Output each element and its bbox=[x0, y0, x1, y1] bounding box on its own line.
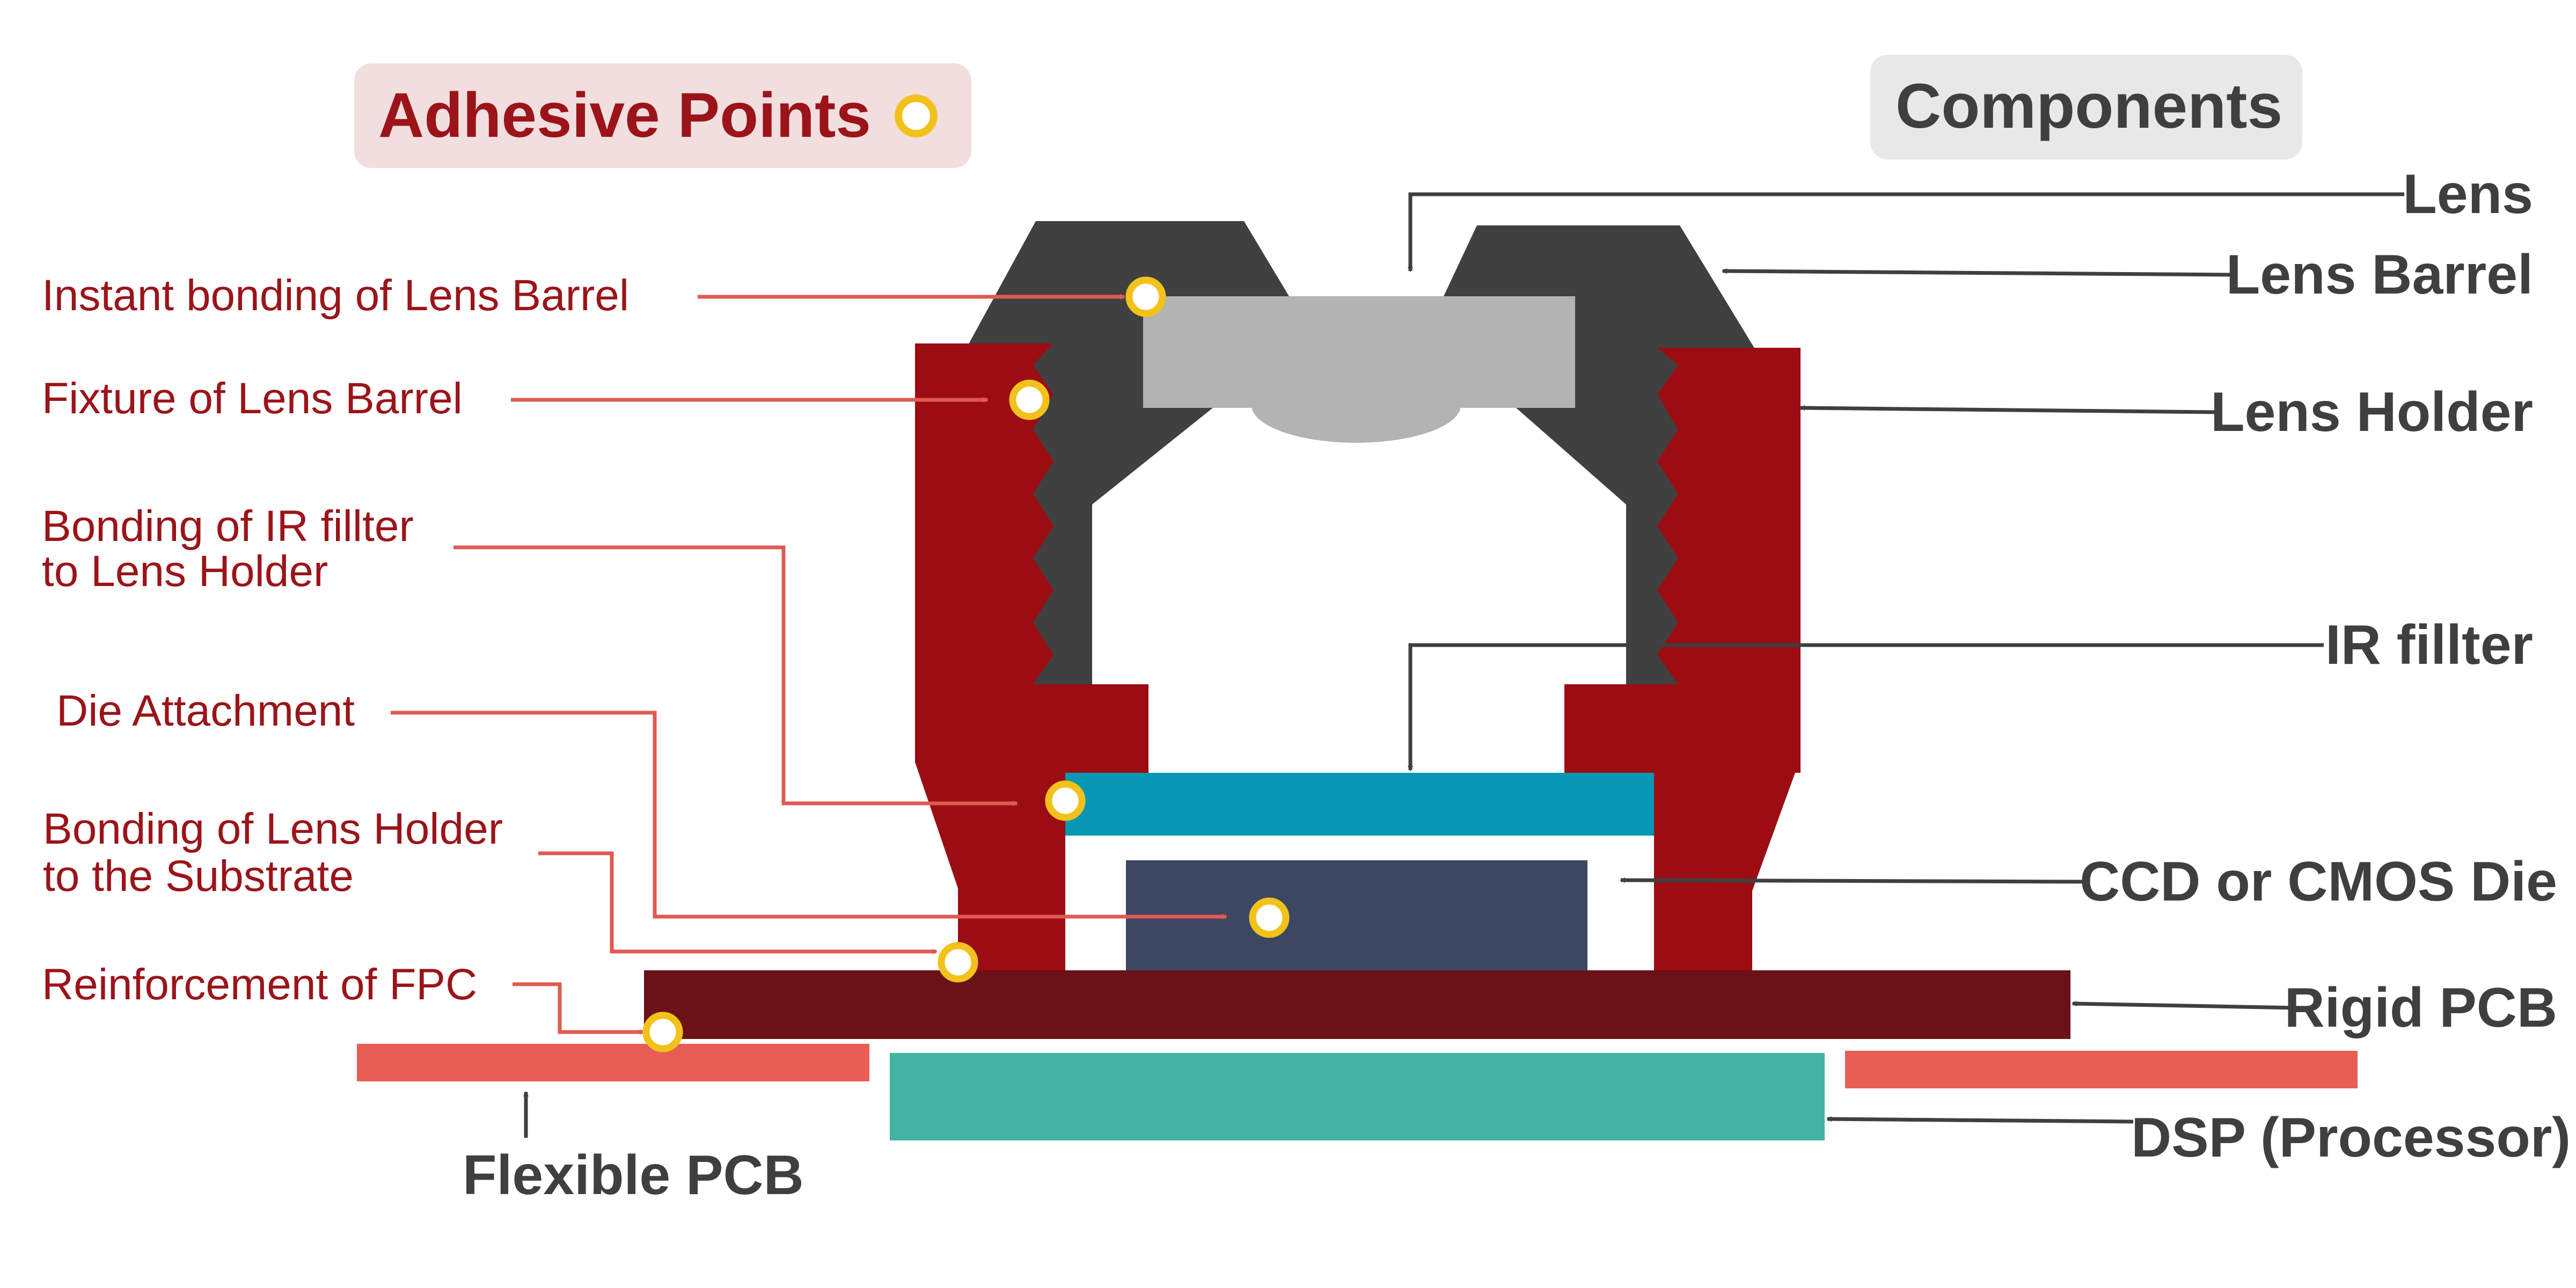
components-legend-box bbox=[1870, 55, 2302, 159]
adhesive-dot-instant-bonding bbox=[1125, 276, 1166, 317]
leader-fpc bbox=[513, 982, 645, 1035]
component-leaders bbox=[523, 192, 2404, 1138]
label-dsp: DSP (Processor) bbox=[2131, 1107, 2571, 1169]
dsp-processor bbox=[890, 1053, 1825, 1140]
adhesive-dot-ir-bonding bbox=[1045, 780, 1086, 821]
leader-lens-barrel bbox=[1722, 268, 2233, 277]
label-die-attachment: Die Attachment bbox=[56, 686, 355, 735]
flexible-pcb-left bbox=[357, 1044, 869, 1081]
camera-module bbox=[357, 221, 2358, 1140]
leader-lens bbox=[1408, 192, 2404, 272]
components-legend-title: Components bbox=[1896, 71, 2282, 142]
label-rigid-pcb: Rigid PCB bbox=[2285, 977, 2557, 1039]
label-fpc: Reinforcement of FPC bbox=[42, 960, 477, 1009]
adhesive-dot-die-attachment bbox=[1249, 897, 1290, 938]
label-ir-bonding-line2: to Lens Holder bbox=[42, 547, 328, 596]
lens-holder-right bbox=[1564, 348, 1801, 970]
leader-holder-substrate bbox=[538, 851, 938, 954]
adhesive-point-legend-icon bbox=[895, 94, 938, 137]
components-legend: Components bbox=[1870, 55, 2302, 159]
adhesive-legend: Adhesive Points bbox=[354, 63, 971, 168]
label-lens: Lens bbox=[2403, 163, 2533, 225]
adhesive-dots bbox=[642, 276, 1290, 1052]
label-lens-holder: Lens Holder bbox=[2211, 381, 2533, 443]
adhesive-dot-holder-substrate bbox=[938, 942, 978, 983]
label-die: CCD or CMOS Die bbox=[2080, 851, 2557, 913]
label-instant-bonding: Instant bonding of Lens Barrel bbox=[42, 271, 629, 320]
component-labels: Lens Lens Barrel Lens Holder IR fillter … bbox=[463, 163, 2571, 1206]
leader-ir-bonding bbox=[453, 545, 1018, 806]
label-ir-bonding-line1: Bonding of IR fillter bbox=[42, 502, 414, 551]
label-holder-substrate-line1: Bonding of Lens Holder bbox=[43, 804, 503, 853]
ir-filter bbox=[1065, 773, 1654, 836]
leader-dsp bbox=[1826, 1116, 2134, 1124]
lens-holder-left bbox=[915, 343, 1148, 970]
label-holder-substrate-line2: to the Substrate bbox=[43, 852, 354, 901]
adhesive-legend-title: Adhesive Points bbox=[378, 80, 871, 151]
adhesive-leaders bbox=[391, 294, 1227, 1035]
rigid-pcb bbox=[644, 970, 2070, 1039]
flexible-pcb-right bbox=[1845, 1051, 2358, 1088]
label-ir-filter: IR fillter bbox=[2325, 614, 2533, 676]
leader-die-attachment bbox=[391, 711, 1227, 919]
lens-curve bbox=[1252, 368, 1461, 443]
label-fixture: Fixture of Lens Barrel bbox=[42, 374, 463, 423]
leader-rigid-pcb bbox=[2072, 1001, 2296, 1010]
label-flexible-pcb: Flexible PCB bbox=[463, 1144, 804, 1206]
leader-ir-filter bbox=[1408, 643, 2324, 771]
leader-lens-holder bbox=[1799, 405, 2217, 414]
adhesive-dot-fpc bbox=[642, 1012, 683, 1052]
adhesive-legend-box bbox=[354, 63, 971, 168]
adhesive-dot-fixture bbox=[1009, 379, 1050, 420]
label-lens-barrel: Lens Barrel bbox=[2226, 244, 2533, 306]
adhesive-labels: Instant bonding of Lens Barrel Fixture o… bbox=[42, 271, 629, 1009]
leader-die bbox=[1620, 877, 2088, 884]
